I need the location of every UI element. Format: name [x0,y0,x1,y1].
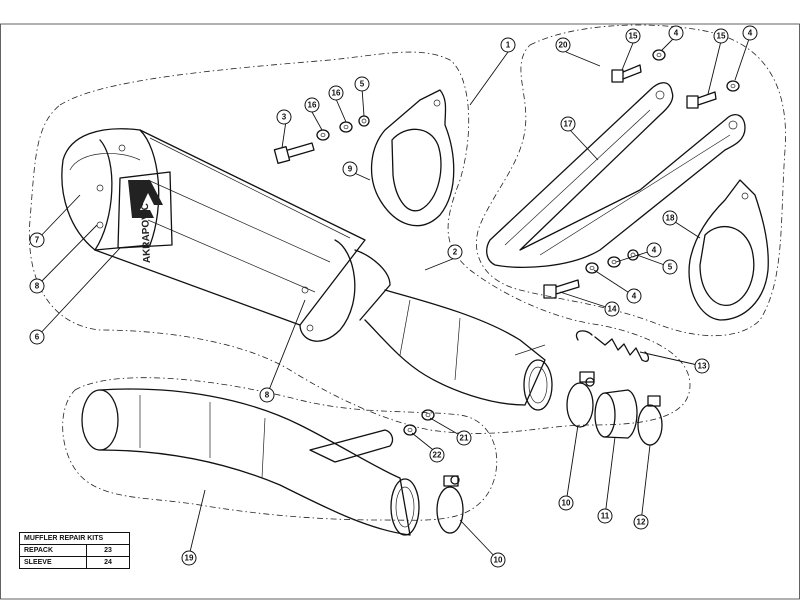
svg-text:8: 8 [265,391,270,400]
svg-text:19: 19 [185,554,194,563]
kit-label: SLEEVE [19,556,87,569]
callout-3: 3 [276,109,292,125]
bracket-17 [486,82,746,268]
callout-13: 13 [694,358,710,374]
callout-19: 19 [181,550,197,566]
svg-text:2: 2 [453,248,458,257]
clamp-12 [637,395,663,446]
svg-text:3: 3 [282,113,287,122]
callout-4d: 4 [626,288,642,304]
svg-text:5: 5 [360,80,365,89]
svg-text:7: 7 [35,236,40,245]
callout-15a: 15 [625,28,641,44]
callout-12: 12 [633,514,649,530]
callout-1: 1 [500,37,516,53]
callout-9: 9 [342,161,358,177]
callout-6: 6 [29,329,45,345]
svg-text:15: 15 [717,32,726,41]
svg-text:12: 12 [637,518,646,527]
svg-text:10: 10 [562,499,571,508]
header-pipe [364,289,553,411]
callout-4a: 4 [668,25,684,41]
svg-text:4: 4 [652,246,657,255]
svg-text:8: 8 [35,282,40,291]
callout-4b: 4 [742,25,758,41]
svg-text:4: 4 [748,29,753,38]
svg-text:16: 16 [332,89,341,98]
group-outline-link-pipe [62,377,498,521]
svg-text:4: 4 [674,29,679,38]
svg-text:15: 15 [629,32,638,41]
svg-text:1: 1 [506,41,511,50]
svg-text:9: 9 [348,165,353,174]
table-row: REPACK 23 [19,544,130,557]
callout-8a: 8 [29,278,45,294]
callout-20: 20 [555,37,571,53]
svg-text:18: 18 [666,214,675,223]
svg-text:10: 10 [494,556,503,565]
svg-text:14: 14 [608,305,617,314]
callout-7: 7 [29,232,45,248]
bolt-14 [543,279,580,299]
clamp-10-bottom [436,475,464,534]
callout-16a: 16 [304,97,320,113]
callout-4c: 4 [646,242,662,258]
hanger-strap-9 [370,89,455,227]
washers [316,49,740,436]
kit-value: 24 [86,556,130,569]
leader-lines [36,35,751,561]
callout-10b: 10 [490,552,506,568]
frame [0,23,800,600]
callout-14: 14 [604,301,620,317]
svg-text:21: 21 [460,434,469,443]
svg-text:4: 4 [632,292,637,301]
svg-text:17: 17 [564,120,573,129]
callout-22: 22 [429,447,445,463]
callout-8b: 8 [259,387,275,403]
svg-text:20: 20 [559,41,568,50]
kit-label: REPACK [19,544,87,557]
callout-21: 21 [456,430,472,446]
bolt-15-right [686,91,717,109]
muffler-body: AKRAPOVIČ [61,128,391,342]
brand-logo-text: AKRAPOVIČ [138,203,153,263]
callout-2: 2 [447,244,463,260]
svg-text:11: 11 [601,512,610,521]
hanger-strap-18 [688,179,769,321]
kit-value: 23 [86,544,130,557]
repair-kits-table: MUFFLER REPAIR KITS REPACK 23 SLEEVE 24 [19,532,130,569]
link-pipe-19 [81,388,420,536]
svg-text:5: 5 [668,263,673,272]
callout-10a: 10 [558,495,574,511]
callout-5a: 5 [354,76,370,92]
callout-18: 18 [662,210,678,226]
callout-5b: 5 [662,259,678,275]
callout-17: 17 [560,116,576,132]
bolt-3 [273,142,315,164]
table-row: SLEEVE 24 [19,556,130,569]
spring-13 [575,330,650,362]
callout-15b: 15 [713,28,729,44]
repair-kits-title: MUFFLER REPAIR KITS [19,532,130,545]
bolt-15-left [611,64,642,83]
group-outline-muffler [28,51,691,434]
svg-text:13: 13 [698,362,707,371]
clamp-10-top [566,371,595,428]
callout-11: 11 [597,508,613,524]
svg-text:6: 6 [35,333,40,342]
svg-text:16: 16 [308,101,317,110]
svg-text:22: 22 [433,451,442,460]
callout-16b: 16 [328,85,344,101]
sleeve-11 [594,389,638,439]
